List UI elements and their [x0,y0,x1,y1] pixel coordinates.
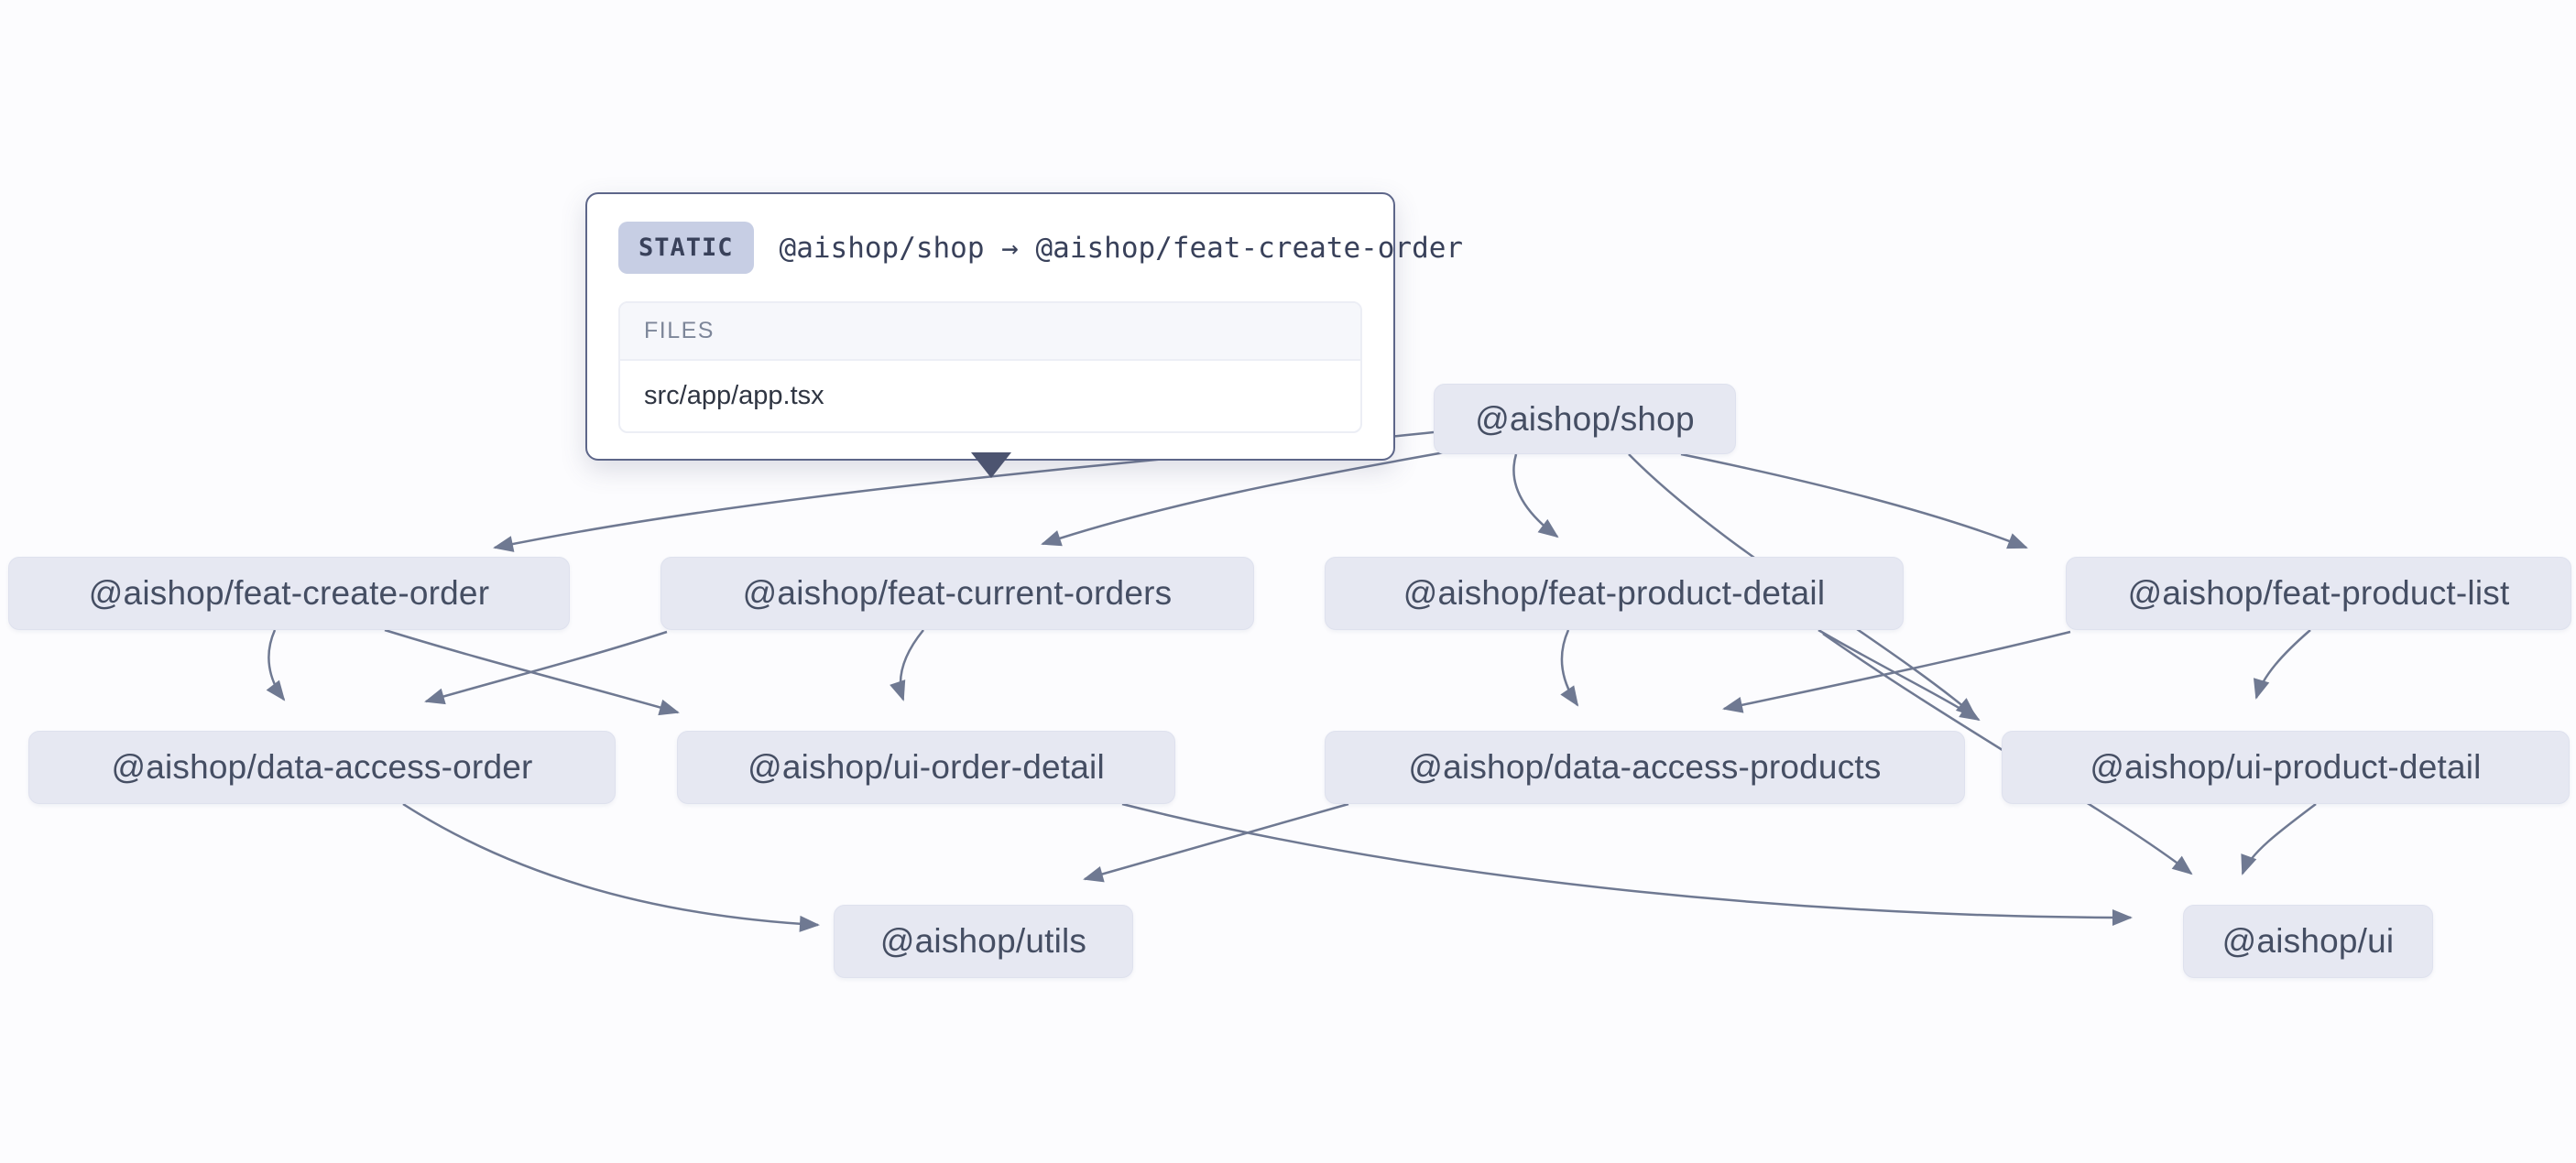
graph-node-feat-create-order[interactable]: @aishop/feat-create-order [8,557,570,630]
edge-feat-create-order-to-data-access-order[interactable] [266,629,286,701]
edge-data-access-order-to-utils[interactable] [402,802,820,932]
graph-node-ui-order-detail[interactable]: @aishop/ui-order-detail [677,731,1175,804]
edge-tooltip: STATIC @aishop/shop → @aishop/feat-creat… [585,192,1463,478]
edge-shop-to-feat-product-detail[interactable] [1512,453,1559,538]
edge-shop-to-feat-product-list[interactable] [1680,452,2028,549]
edge-feat-current-orders-to-ui-order-detail[interactable] [890,629,924,701]
graph-node-data-access-products[interactable]: @aishop/data-access-products [1325,731,1965,804]
edge-ui-order-detail-to-ui[interactable] [1121,802,2133,926]
edge-shop-to-feat-current-orders[interactable] [1041,449,1456,547]
edge-file-path[interactable]: src/app/app.tsx [644,381,824,410]
graph-node-utils[interactable]: @aishop/utils [834,905,1133,978]
graph-node-ui-product-detail[interactable]: @aishop/ui-product-detail [2002,731,2570,804]
tooltip-caret-icon [971,452,1011,478]
edge-files-box: FILES src/app/app.tsx [618,301,1362,433]
edge-type-badge: STATIC [618,222,754,274]
graph-node-shop[interactable]: @aishop/shop [1434,384,1736,454]
edge-feat-product-detail-to-data-access-products[interactable] [1560,629,1579,707]
graph-node-feat-product-list[interactable]: @aishop/feat-product-list [2066,557,2571,630]
graph-node-feat-current-orders[interactable]: @aishop/feat-current-orders [660,557,1254,630]
edge-ui-product-detail-to-ui[interactable] [2241,803,2317,875]
edge-data-access-products-to-utils[interactable] [1083,802,1349,883]
edge-tooltip-header: STATIC @aishop/shop → @aishop/feat-creat… [618,222,1463,274]
edge-label: @aishop/shop → @aishop/feat-create-order [779,231,1464,265]
edge-feat-current-orders-to-data-access-order[interactable] [424,630,668,705]
edge-feat-product-detail-to-ui-product-detail[interactable] [1817,628,1981,722]
edge-feat-product-list-to-ui-product-detail[interactable] [2253,629,2311,700]
edge-files-header: FILES [620,303,1360,361]
graph-node-ui[interactable]: @aishop/ui [2183,905,2433,978]
graph-node-feat-product-detail[interactable]: @aishop/feat-product-detail [1325,557,1904,630]
edge-feat-product-list-to-data-access-products[interactable] [1722,630,2071,713]
graph-node-data-access-order[interactable]: @aishop/data-access-order [28,731,616,804]
